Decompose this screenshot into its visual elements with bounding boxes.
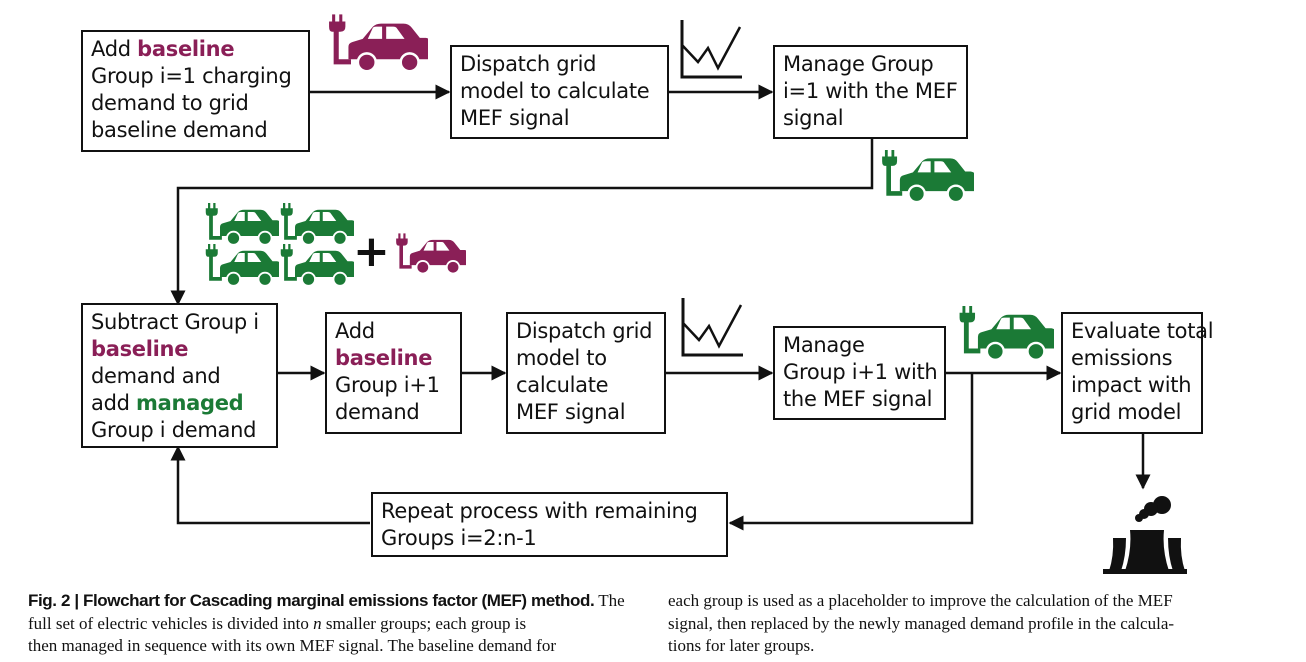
ev-car-managed-icon <box>278 203 354 248</box>
text: Repeat process with remaining <box>381 499 698 523</box>
text: Groups i=2:n-1 <box>381 526 537 550</box>
text: MEF signal <box>460 106 570 130</box>
text: demand to grid <box>91 91 249 115</box>
connector-lines <box>170 84 1151 531</box>
text: Evaluate total <box>1071 319 1214 343</box>
arrow-repeat-to-subtract <box>170 445 370 525</box>
caption-text: signal, then replaced by the newly manag… <box>668 613 1175 633</box>
text: signal <box>783 106 844 130</box>
ev-car-managed-icon <box>203 244 279 289</box>
arrow-manage-to-subtract <box>170 138 874 306</box>
ev-car-managed-icon <box>878 150 974 206</box>
caption-text: each group is used as a placeholder to i… <box>668 591 1173 610</box>
box-repeat-process: Repeat process with remaining Groups i=2… <box>371 492 728 557</box>
ev-car-baseline-icon <box>394 233 466 277</box>
text: Group i+1 <box>335 373 440 397</box>
figure-caption-left: Fig. 2 | Flowchart for Cascading margina… <box>28 590 648 658</box>
baseline-highlight: baseline <box>335 346 433 370</box>
caption-text: full set of electric vehicles is divided… <box>28 613 314 633</box>
text: baseline demand <box>91 118 268 142</box>
text: Add <box>91 37 138 61</box>
figure-caption-right: each group is used as a placeholder to i… <box>668 590 1288 658</box>
power-plant-icon <box>1103 496 1187 574</box>
managed-highlight: managed <box>136 391 244 415</box>
caption-text: smaller groups; each group is <box>321 613 527 633</box>
text: Group i=1 charging <box>91 64 292 88</box>
text: Manage Group <box>783 52 934 76</box>
text: the MEF signal <box>783 387 933 411</box>
mef-signal-chart-icon <box>681 298 743 357</box>
text: Manage <box>783 333 865 357</box>
text: Group i+1 with <box>783 360 938 384</box>
caption-title: Fig. 2 | Flowchart for Cascading margina… <box>28 591 595 610</box>
text: MEF signal <box>516 400 626 424</box>
text: impact with <box>1071 373 1192 397</box>
ev-car-managed-icon <box>956 306 1054 364</box>
text: demand and <box>91 364 221 388</box>
box-manage-group-1: Manage Group i=1 with the MEF signal <box>773 45 968 139</box>
text: Subtract Group i <box>91 310 259 334</box>
box-manage-group-i1: Manage Group i+1 with the MEF signal <box>773 326 946 420</box>
ev-car-managed-icon <box>278 244 354 289</box>
baseline-highlight: baseline <box>137 37 235 61</box>
text: model to <box>516 346 607 370</box>
baseline-highlight: baseline <box>91 337 189 361</box>
text: add <box>91 391 137 415</box>
box-add-baseline-group-i1: Add baseline Group i+1 demand <box>325 312 462 434</box>
text: demand <box>335 400 420 424</box>
box-evaluate-total-emissions: Evaluate total emissions impact with gri… <box>1061 312 1214 434</box>
text: model to calculate <box>460 79 650 103</box>
box-dispatch-grid-model-1: Dispatch grid model to calculate MEF sig… <box>450 45 669 139</box>
text: Dispatch grid <box>516 319 653 343</box>
text: i=1 with the MEF <box>783 79 958 103</box>
box-subtract-baseline-add-managed: Subtract Group i baseline demand and add… <box>81 303 278 448</box>
plus-sign: + <box>353 226 390 277</box>
caption-text: then managed in sequence with its own ME… <box>28 636 556 655</box>
box-add-baseline-group-1: Add baseline Group i=1 charging demand t… <box>81 30 310 152</box>
text: grid model <box>1071 400 1182 424</box>
caption-italic: n <box>313 613 322 633</box>
arrow-loop-to-repeat <box>728 373 974 531</box>
ev-car-managed-icon <box>203 203 279 248</box>
text: Group i demand <box>91 418 257 442</box>
caption-text: The <box>594 591 625 610</box>
box-dispatch-grid-model-i1: Dispatch grid model to calculate MEF sig… <box>506 312 666 434</box>
text: Add <box>335 319 375 343</box>
text: calculate <box>516 373 609 397</box>
mef-signal-chart-icon <box>680 20 742 79</box>
ev-car-baseline-icon <box>326 14 428 76</box>
text: Dispatch grid <box>460 52 597 76</box>
caption-text: tions for later groups. <box>668 636 815 655</box>
text: emissions <box>1071 346 1173 370</box>
